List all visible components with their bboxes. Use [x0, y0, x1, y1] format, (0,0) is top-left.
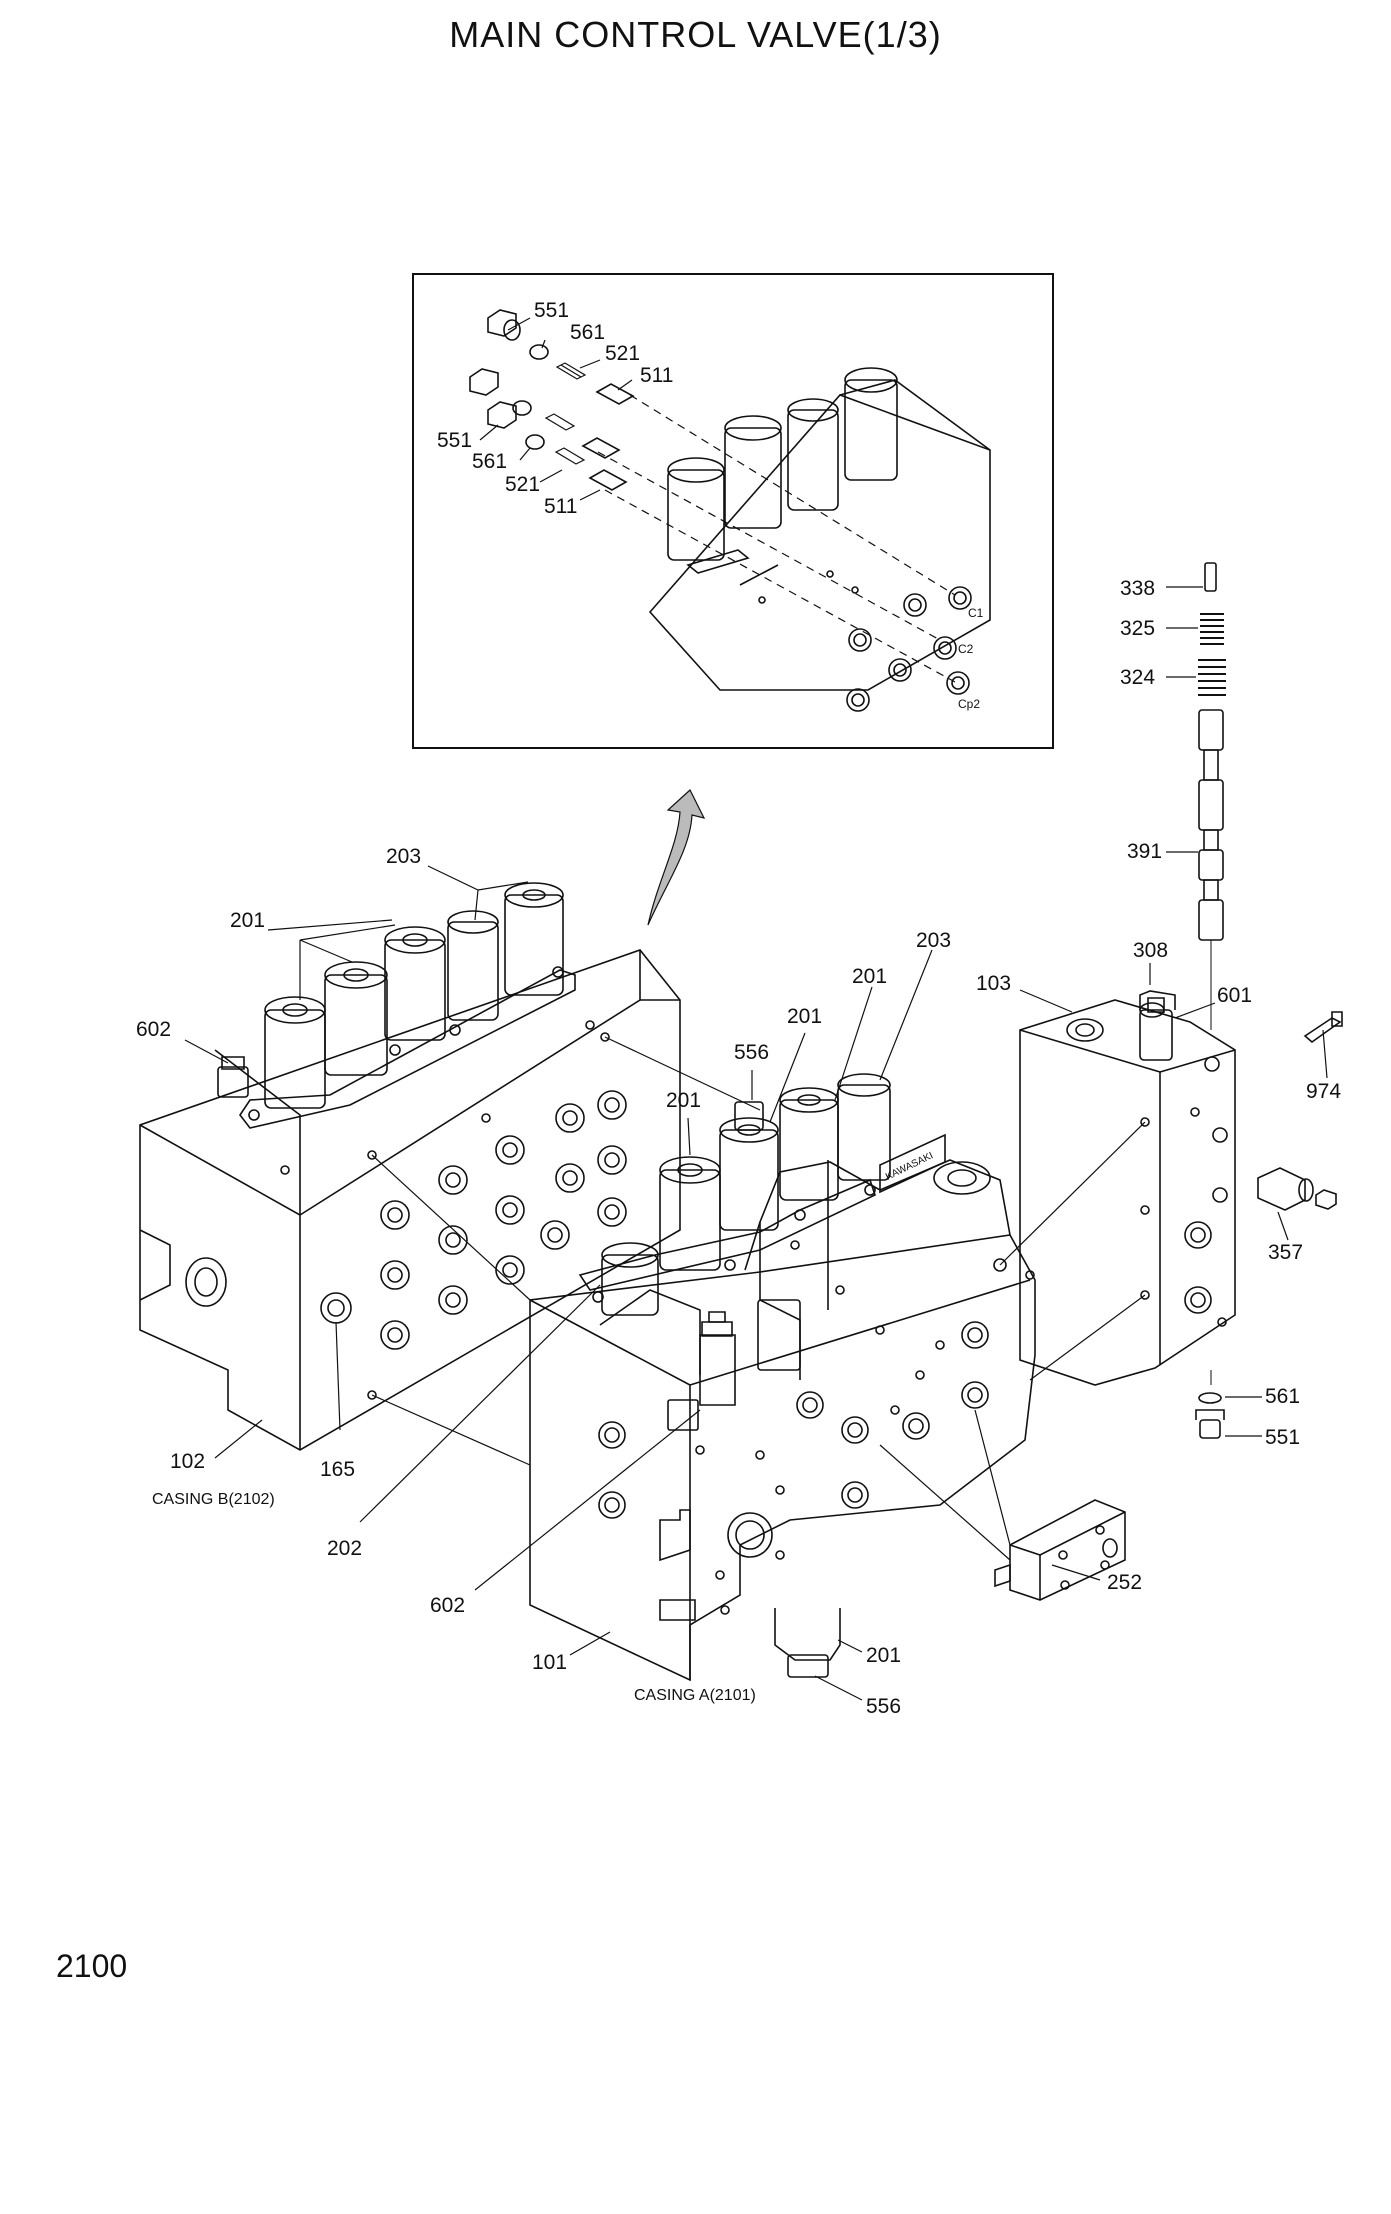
- callout-203-left: 203: [386, 845, 422, 868]
- block-252: [995, 1500, 1125, 1600]
- inset-label-521-top: 521: [605, 342, 641, 365]
- callout-551: 551: [1265, 1426, 1301, 1449]
- port-label-c1: C1: [968, 606, 984, 620]
- block-103: [1020, 998, 1235, 1385]
- plug-308: [1140, 991, 1175, 1010]
- casing-b-solenoids: [240, 883, 575, 1128]
- callout-357: 357: [1268, 1241, 1304, 1264]
- casing-a-solenoids: [580, 1074, 890, 1315]
- casing-a-relief-valve: [700, 1312, 735, 1405]
- casing-b-plug-602: [218, 1057, 248, 1097]
- callout-561: 561: [1265, 1385, 1301, 1408]
- callout-974: 974: [1306, 1080, 1342, 1103]
- callout-203-center: 203: [916, 929, 952, 952]
- port-label-c2: C2: [958, 642, 974, 656]
- callout-324: 324: [1120, 666, 1156, 689]
- detail-inset: [413, 274, 1053, 748]
- callout-556-bottom: 556: [866, 1695, 902, 1718]
- casing-a-bottom-cap: [775, 1608, 840, 1677]
- spool-stack: [1196, 563, 1226, 1438]
- callout-252: 252: [1107, 1571, 1143, 1594]
- callout-601: 601: [1217, 984, 1253, 1007]
- inset-solenoids: [668, 368, 897, 573]
- callout-325: 325: [1120, 617, 1156, 640]
- caption-casing-a: CASING A(2101): [634, 1687, 756, 1704]
- callout-103: 103: [976, 972, 1012, 995]
- page-title: MAIN CONTROL VALVE(1/3): [449, 14, 942, 55]
- callout-201-center-c: 201: [852, 965, 888, 988]
- inset-label-511-top: 511: [640, 364, 674, 387]
- callout-556-top: 556: [734, 1041, 770, 1064]
- pin-974: [1305, 1012, 1342, 1042]
- spool-391: [1199, 710, 1223, 940]
- callout-201-left: 201: [230, 909, 266, 932]
- inset-label-551-bottom: 551: [437, 429, 473, 452]
- casing-b-block: [140, 883, 680, 1450]
- callout-202: 202: [327, 1537, 363, 1560]
- callout-391: 391: [1127, 840, 1163, 863]
- page-number: 2100: [56, 1948, 128, 1984]
- callout-201-center-a: 201: [666, 1089, 702, 1112]
- callout-165: 165: [320, 1458, 356, 1481]
- casing-b-port-grid: [281, 1021, 626, 1399]
- callout-308: 308: [1133, 939, 1169, 962]
- callout-201-bottom: 201: [866, 1644, 902, 1667]
- inset-ports: [740, 565, 971, 711]
- casing-a-ports: [599, 1241, 1034, 1620]
- callout-602-left: 602: [136, 1018, 172, 1041]
- nameplate: [880, 1135, 945, 1192]
- callout-101: 101: [532, 1651, 568, 1674]
- casing-a-block: [530, 1074, 1035, 1680]
- plug-551: [1196, 1410, 1224, 1438]
- plug-357: [1258, 1168, 1336, 1210]
- inset-label-561-bottom: 561: [472, 450, 508, 473]
- caption-casing-b: CASING B(2102): [152, 1491, 275, 1508]
- inset-label-521-bottom: 521: [505, 473, 541, 496]
- callout-102: 102: [170, 1450, 206, 1473]
- pin-338: [1205, 563, 1216, 591]
- port-label-cp2: Cp2: [958, 697, 981, 711]
- o-ring-561: [1199, 1393, 1221, 1403]
- inset-label-561-top: 561: [570, 321, 606, 344]
- callout-602-center: 602: [430, 1594, 466, 1617]
- inset-plug-551a: [488, 310, 520, 340]
- inset-label-551-top: 551: [534, 299, 570, 322]
- callout-201-center-b: 201: [787, 1005, 823, 1028]
- callout-leaders: [185, 318, 1327, 1700]
- detail-arrow: [648, 790, 704, 925]
- inset-label-511-bottom: 511: [544, 495, 578, 518]
- spring-324: [1198, 660, 1226, 695]
- callout-338: 338: [1120, 577, 1156, 600]
- spring-325: [1200, 614, 1224, 644]
